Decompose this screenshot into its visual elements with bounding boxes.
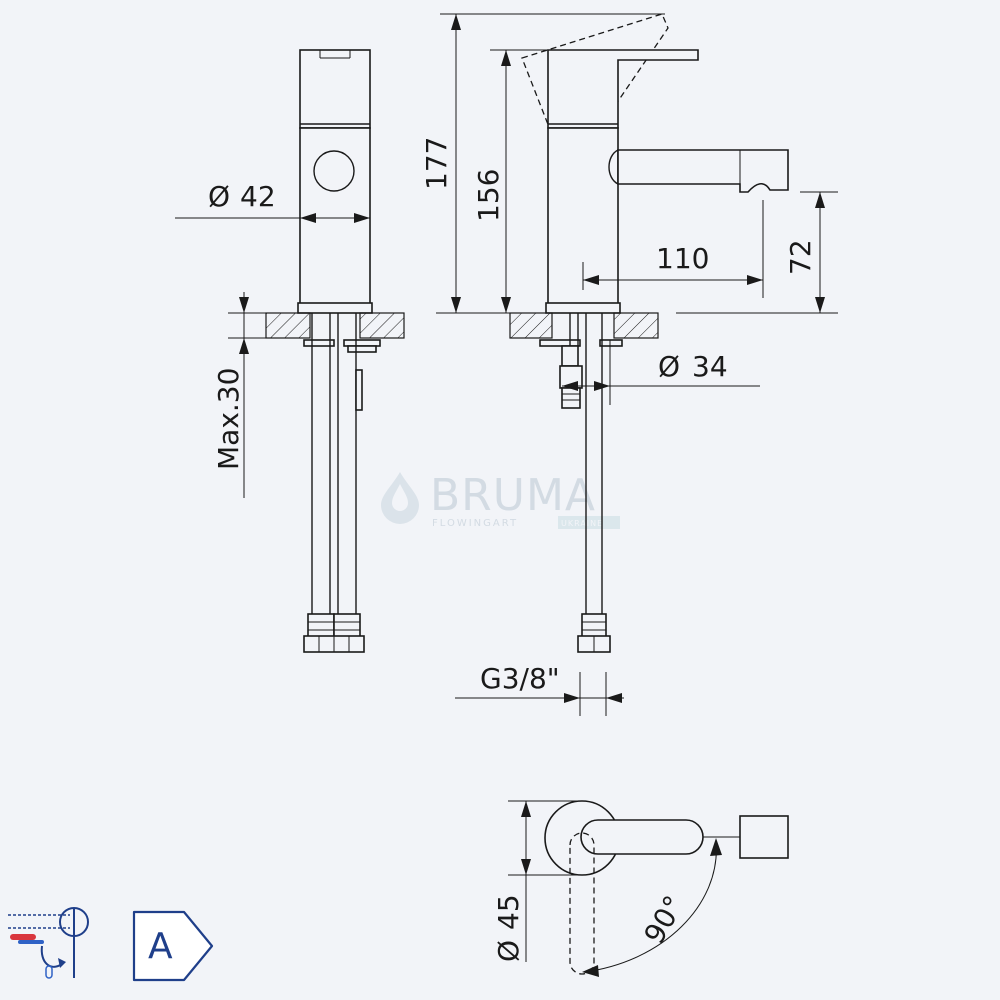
svg-text:42: 42 (240, 180, 276, 213)
svg-text:72: 72 (784, 239, 817, 275)
dim-height-total: 177 (420, 13, 665, 314)
cold-start-mixer-icon (8, 907, 89, 979)
watermark-tagline-suffix: UKRAINE (561, 519, 603, 528)
dim-spout-height: 72 (676, 191, 838, 314)
svg-text:G3/8": G3/8" (480, 662, 560, 695)
dim-diameter-mount: Ø 34 (562, 340, 760, 405)
svg-text:34: 34 (692, 350, 728, 383)
svg-text:90°: 90° (637, 890, 690, 949)
efficiency-class-badge: A (132, 910, 214, 982)
svg-text:45: 45 (492, 894, 525, 930)
dim-connection-thread: G3/8" (455, 662, 624, 716)
svg-text:177: 177 (420, 137, 453, 190)
svg-text:Ø: Ø (492, 940, 525, 962)
watermark-tagline: FLOWINGART (432, 518, 518, 529)
dim-spout-length: 110 (582, 200, 764, 298)
side-view (265, 49, 405, 653)
svg-text:Max.30: Max.30 (212, 368, 245, 470)
svg-text:110: 110 (656, 242, 709, 275)
top-view (544, 800, 789, 975)
watermark-brand: BRUMA (430, 470, 596, 521)
svg-text:Ø: Ø (208, 180, 230, 213)
svg-text:Ø: Ø (658, 350, 680, 383)
dim-diameter-base: Ø 45 (492, 800, 580, 962)
watermark: BRUMA FLOWINGART UKRAINE (381, 470, 620, 529)
svg-text:156: 156 (472, 169, 505, 222)
dim-height-body: 156 (472, 49, 548, 313)
dim-diameter-body: Ø 42 (175, 180, 370, 223)
front-view (509, 13, 789, 653)
dim-max-thickness: Max.30 (212, 292, 266, 498)
efficiency-class-label: A (148, 926, 173, 967)
